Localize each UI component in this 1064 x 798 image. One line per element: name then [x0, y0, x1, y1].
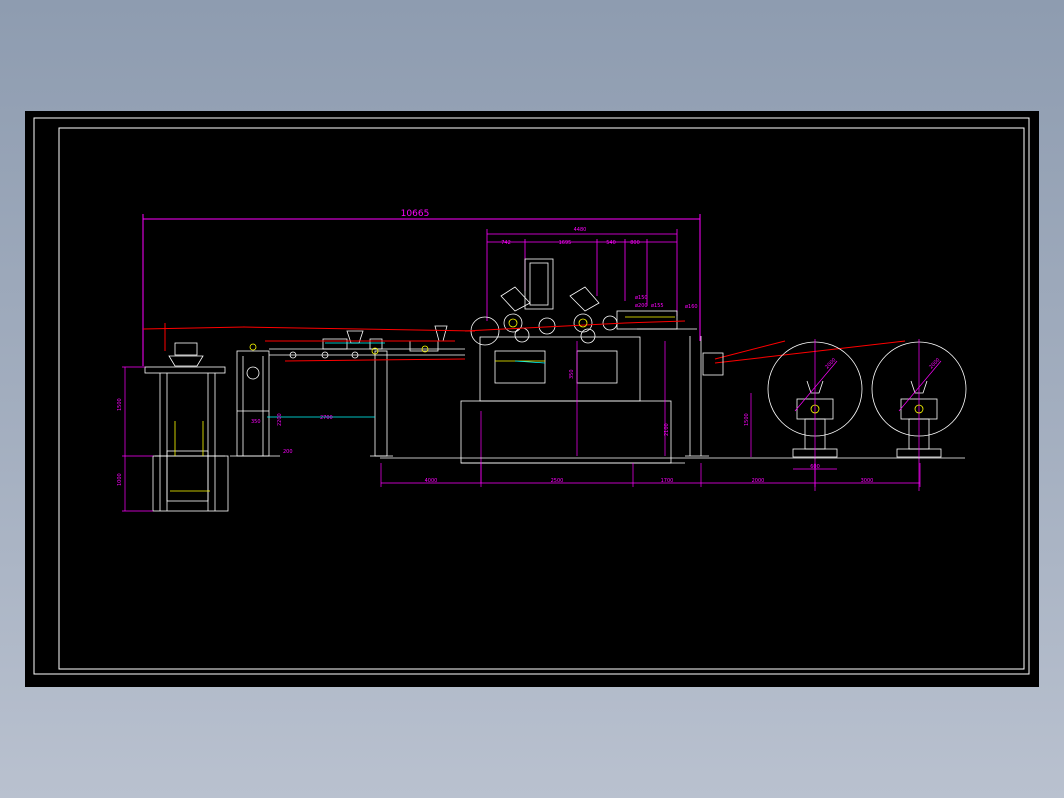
dim-bottom-5: 3000: [861, 478, 874, 484]
dim-bottom-1: 4000: [425, 478, 438, 484]
mill-strip-line: [464, 320, 906, 364]
callout-roll-4: ø160: [685, 304, 698, 310]
dim-section-4: 800: [630, 240, 640, 246]
reel-diameter-lines: [750, 339, 942, 491]
dim-mid-height: 2200: [277, 413, 283, 426]
dim-section-3: 540: [606, 240, 616, 246]
callout-roll-1: ø150: [635, 295, 648, 301]
dim-small-3: 600: [810, 464, 820, 470]
stacker-arm: [142, 323, 246, 351]
inner-frame: [58, 127, 1025, 670]
dim-stand-height: 1500: [117, 398, 123, 411]
conveyor-frame: [269, 325, 465, 457]
cad-viewport[interactable]: 10665 4480 742 1695 540 800 ø150 ø200 ø1…: [25, 111, 1039, 687]
callout-roll-2: ø200: [635, 303, 648, 309]
dim-small-2: 200: [283, 449, 293, 455]
left-vertical-dims: [122, 366, 153, 512]
dim-bottom-3: 1700: [661, 478, 674, 484]
callout-roll-3: ø155: [651, 303, 664, 309]
strip-path: [242, 326, 476, 362]
dim-section-2: 1695: [559, 240, 572, 246]
dim-small-1: 350: [251, 419, 261, 425]
dim-feeder-height: 350: [569, 369, 575, 379]
outer-frame: [33, 117, 1030, 675]
bottom-dimension-chain: [380, 463, 921, 487]
dim-bottom-2: 2500: [551, 478, 564, 484]
stacker-forks: [170, 421, 210, 492]
feeder-rollers: [249, 343, 429, 355]
dim-pit-depth: 1000: [117, 473, 123, 486]
dim-bottom-4: 2000: [752, 478, 765, 484]
conveyor-details: [267, 342, 385, 418]
overall-length-label: 10665: [401, 209, 430, 219]
dim-section-1: 742: [501, 240, 511, 246]
stacker-unit: [144, 342, 229, 512]
feeder-stand: [230, 350, 280, 457]
top-dimension-chain: [486, 229, 678, 321]
reel-spindles: [810, 404, 924, 414]
drawing-sheet: 10665 4480 742 1695 540 800 ø150 ø200 ø1…: [33, 117, 1030, 675]
dim-subtotal: 4480: [574, 227, 587, 233]
roll-stands: [470, 286, 697, 346]
overall-dimension: [142, 214, 701, 366]
entry-guide: [685, 336, 724, 457]
mill-vertical-dims: [480, 341, 666, 483]
mill-details: [514, 360, 546, 364]
main-machine-base: [460, 258, 685, 464]
dim-conveyor-span: 2700: [320, 415, 333, 421]
dim-machine-height: 2100: [664, 423, 670, 436]
dim-reel-height: 1500: [744, 413, 750, 426]
